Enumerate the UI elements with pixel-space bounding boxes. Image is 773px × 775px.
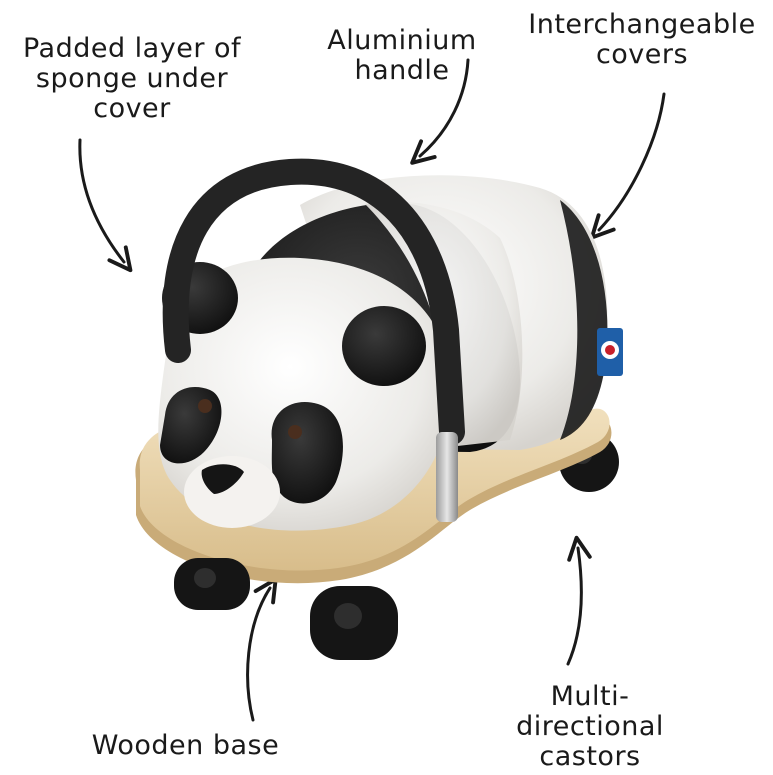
padded-arrow [78,138,133,273]
covers-arrow [589,92,666,240]
aluminium-handle-callout: Aluminium handle [316,26,488,86]
handle-arrow [410,58,470,165]
callout-line: Wooden base [91,730,280,761]
aluminium-handle [162,158,465,522]
castors-arrow [566,535,592,666]
callout-line: covers [595,39,689,70]
panda-head [158,257,452,531]
callout-line: Padded layer of [22,33,242,64]
right-ear [342,306,426,386]
padded-sponge-callout: Padded layer of sponge under cover [4,34,260,124]
right-eye-patch [271,401,343,504]
callout-line: Aluminium [327,25,477,56]
callout-line: castors [539,741,641,772]
callout-line: directional [516,711,664,742]
callout-line: sponge under [35,63,229,94]
castor-front-left [174,558,250,610]
brand-tag [597,328,623,376]
panda-nose [201,464,244,494]
callout-line: handle [354,55,450,86]
interchangeable-covers-callout: Interchangeable covers [514,10,770,70]
callout-line: Multi- [550,681,630,712]
wooden-base-callout: Wooden base [78,731,293,761]
callout-line: cover [93,93,171,124]
castor-front-center [310,586,398,660]
castors-callout: Multi- directional castors [515,682,665,772]
wood-arrow [246,577,278,722]
callout-line: Interchangeable [528,9,756,40]
callout-arrows [78,58,666,722]
